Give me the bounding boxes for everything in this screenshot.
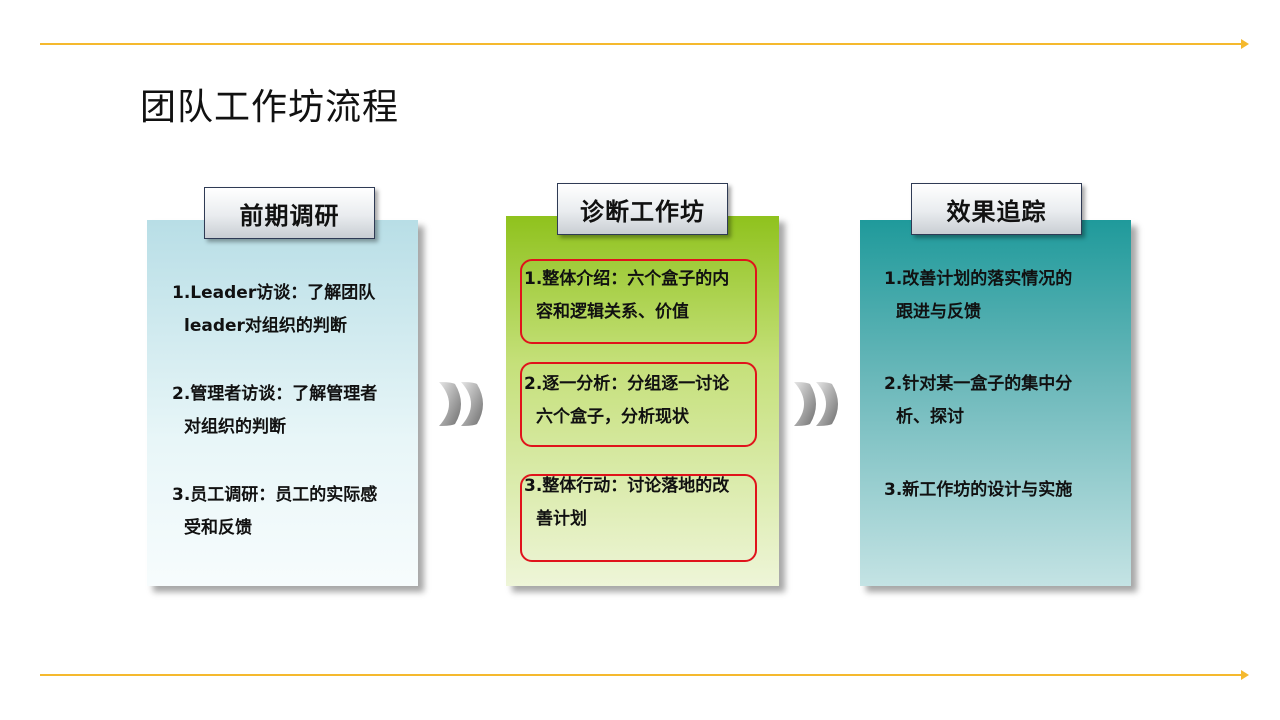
item-line: 1.Leader访谈：了解团队	[172, 283, 376, 303]
list-item: 3.员工调研：员工的实际感 受和反馈	[172, 479, 377, 545]
list-item: 1.整体介绍：六个盒子的内 容和逻辑关系、价值	[524, 263, 729, 329]
item-line: 3.新工作坊的设计与实施	[884, 480, 1073, 500]
item-line: 受和反馈	[184, 518, 252, 538]
panel-diagnosis-workshop	[506, 216, 779, 586]
panel-header-effect-tracking: 效果追踪	[911, 183, 1082, 235]
chevron-right-icon	[794, 382, 838, 426]
bottom-divider-arrow	[40, 670, 1249, 680]
list-item: 1.Leader访谈：了解团队 leader对组织的判断	[172, 277, 375, 343]
item-line: 六个盒子，分析现状	[536, 407, 689, 427]
item-line: 对组织的判断	[184, 417, 286, 437]
highlight-box	[520, 362, 757, 447]
highlight-box	[520, 474, 757, 562]
item-line: 3.员工调研：员工的实际感	[172, 485, 378, 505]
page-title: 团队工作坊流程	[140, 87, 400, 128]
panel-effect-tracking	[860, 220, 1131, 586]
panel-header-preliminary-research: 前期调研	[204, 187, 375, 239]
item-line: 善计划	[536, 509, 587, 529]
list-item: 3.新工作坊的设计与实施	[884, 474, 1072, 507]
item-line: 跟进与反馈	[896, 302, 981, 322]
item-line: 3.整体行动：讨论落地的改	[524, 476, 730, 496]
item-line: leader对组织的判断	[184, 316, 347, 336]
list-item: 3.整体行动：讨论落地的改 善计划	[524, 470, 729, 536]
item-line: 2.管理者访谈：了解管理者	[172, 384, 378, 404]
list-item: 2.管理者访谈：了解管理者 对组织的判断	[172, 378, 377, 444]
list-item: 2.逐一分析：分组逐一讨论 六个盒子，分析现状	[524, 368, 729, 434]
list-item: 1.改善计划的落实情况的 跟进与反馈	[884, 263, 1072, 329]
item-line: 2.针对某一盒子的集中分	[884, 374, 1073, 394]
panel-preliminary-research	[147, 220, 418, 586]
list-item: 2.针对某一盒子的集中分 析、探讨	[884, 368, 1072, 434]
item-line: 1.改善计划的落实情况的	[884, 269, 1073, 289]
chevron-right-icon	[439, 382, 483, 426]
item-line: 容和逻辑关系、价值	[536, 302, 689, 322]
item-line: 析、探讨	[896, 407, 964, 427]
top-divider-arrow	[40, 39, 1249, 49]
item-line: 2.逐一分析：分组逐一讨论	[524, 374, 730, 394]
item-line: 1.整体介绍：六个盒子的内	[524, 269, 730, 289]
panel-header-diagnosis-workshop: 诊断工作坊	[557, 183, 728, 235]
highlight-box	[520, 259, 757, 344]
